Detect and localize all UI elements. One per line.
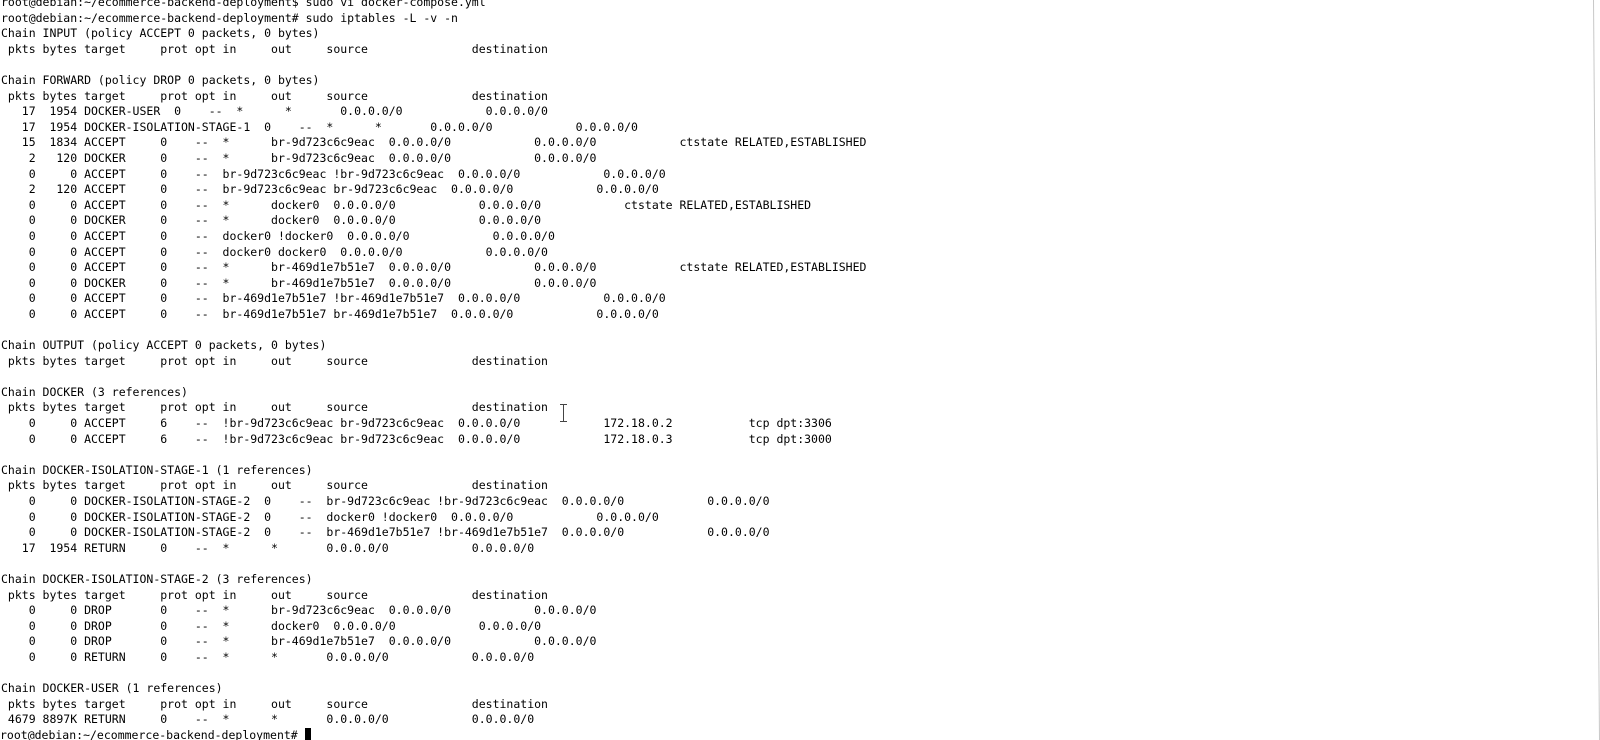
terminal-line: 17 1954 RETURN 0 -- * * 0.0.0.0/0 0.0.0.… (1, 540, 535, 555)
terminal-line: 0 0 DOCKER-ISOLATION-STAGE-2 0 -- br-9d7… (1, 494, 770, 508)
terminal-line: 0 0 ACCEPT 0 -- br-9d723c6c9eac !br-9d72… (1, 166, 666, 181)
terminal-line: root@debian:~/ecommerce-backend-deployme… (1, 0, 486, 9)
terminal-line: 0 0 DROP 0 -- * br-469d1e7b51e7 0.0.0.0/… (1, 634, 597, 649)
terminal-line: Chain INPUT (policy ACCEPT 0 packets, 0 … (1, 26, 320, 41)
terminal-line: 0 0 DOCKER-ISOLATION-STAGE-2 0 -- docker… (1, 509, 659, 524)
terminal-line: 0 0 ACCEPT 0 -- * br-469d1e7b51e7 0.0.0.… (1, 260, 867, 275)
terminal-line: 15 1834 ACCEPT 0 -- * br-9d723c6c9eac 0.… (1, 135, 867, 150)
terminal-line: pkts bytes target prot opt in out source… (1, 478, 548, 493)
terminal-line (1, 447, 1600, 463)
terminal-line: 0 0 DROP 0 -- * br-9d723c6c9eac 0.0.0.0/… (1, 603, 597, 618)
terminal-line (1, 556, 1600, 572)
terminal-line: pkts bytes target prot opt in out source… (1, 587, 548, 602)
terminal-prompt-line[interactable]: root@debian:~/ecommerce-backend-deployme… (0, 727, 1600, 740)
terminal-line: pkts bytes target prot opt in out source… (1, 41, 548, 56)
terminal-line: 0 0 ACCEPT 0 -- br-469d1e7b51e7 !br-469d… (1, 291, 666, 306)
terminal-line: 17 1954 DOCKER-USER 0 -- * * 0.0.0.0/0 0… (1, 104, 548, 119)
terminal-line: 0 0 ACCEPT 6 -- !br-9d723c6c9eac br-9d72… (1, 431, 832, 446)
terminal-line: Chain DOCKER-ISOLATION-STAGE-1 (1 refere… (1, 462, 313, 477)
terminal-line: 0 0 ACCEPT 0 -- docker0 docker0 0.0.0.0/… (1, 244, 548, 259)
shell-prompt: root@debian:~/ecommerce-backend-deployme… (0, 727, 305, 740)
text-cursor (304, 727, 312, 740)
terminal-line: Chain DOCKER-ISOLATION-STAGE-2 (3 refere… (1, 571, 313, 586)
terminal-line: 2 120 DOCKER 0 -- * br-9d723c6c9eac 0.0.… (1, 150, 597, 165)
terminal-line: 0 0 DROP 0 -- * docker0 0.0.0.0/0 0.0.0.… (1, 618, 542, 633)
terminal-line: 0 0 DOCKER-ISOLATION-STAGE-2 0 -- br-469… (1, 525, 770, 540)
terminal-line: 0 0 DOCKER 0 -- * docker0 0.0.0.0/0 0.0.… (1, 213, 542, 228)
terminal-line (1, 369, 1600, 385)
terminal-line (1, 57, 1600, 73)
terminal-line: Chain OUTPUT (policy ACCEPT 0 packets, 0… (1, 338, 327, 353)
ibeam-cursor-icon (559, 404, 568, 422)
terminal-line: pkts bytes target prot opt in out source… (1, 400, 548, 415)
terminal-line: root@debian:~/ecommerce-backend-deployme… (1, 10, 458, 25)
terminal-line: 2 120 ACCEPT 0 -- br-9d723c6c9eac br-9d7… (1, 182, 659, 197)
terminal-line: pkts bytes target prot opt in out source… (1, 88, 548, 103)
terminal-line: 0 0 DOCKER 0 -- * br-469d1e7b51e7 0.0.0.… (1, 275, 597, 290)
terminal-line: pkts bytes target prot opt in out source… (1, 353, 548, 368)
terminal-line: 0 0 ACCEPT 0 -- br-469d1e7b51e7 br-469d1… (1, 306, 659, 321)
terminal-line: Chain DOCKER-USER (1 references) (1, 681, 223, 696)
terminal-line (1, 666, 1600, 682)
terminal-line: 0 0 ACCEPT 6 -- !br-9d723c6c9eac br-9d72… (1, 416, 832, 431)
terminal-line: 0 0 ACCEPT 0 -- docker0 !docker0 0.0.0.0… (1, 228, 555, 243)
terminal-line: 0 0 ACCEPT 0 -- * docker0 0.0.0.0/0 0.0.… (1, 197, 812, 212)
terminal-line: pkts bytes target prot opt in out source… (1, 696, 548, 711)
terminal-line: Chain DOCKER (3 references) (1, 384, 188, 399)
terminal-line: Chain FORWARD (policy DROP 0 packets, 0 … (1, 72, 320, 87)
terminal-line: 0 0 RETURN 0 -- * * 0.0.0.0/0 0.0.0.0/0 (1, 649, 535, 664)
terminal-line (1, 322, 1600, 338)
terminal-line: 4679 8897K RETURN 0 -- * * 0.0.0.0/0 0.0… (1, 712, 535, 727)
terminal-line: 17 1954 DOCKER-ISOLATION-STAGE-1 0 -- * … (1, 119, 638, 134)
window-edge (1593, 0, 1600, 740)
